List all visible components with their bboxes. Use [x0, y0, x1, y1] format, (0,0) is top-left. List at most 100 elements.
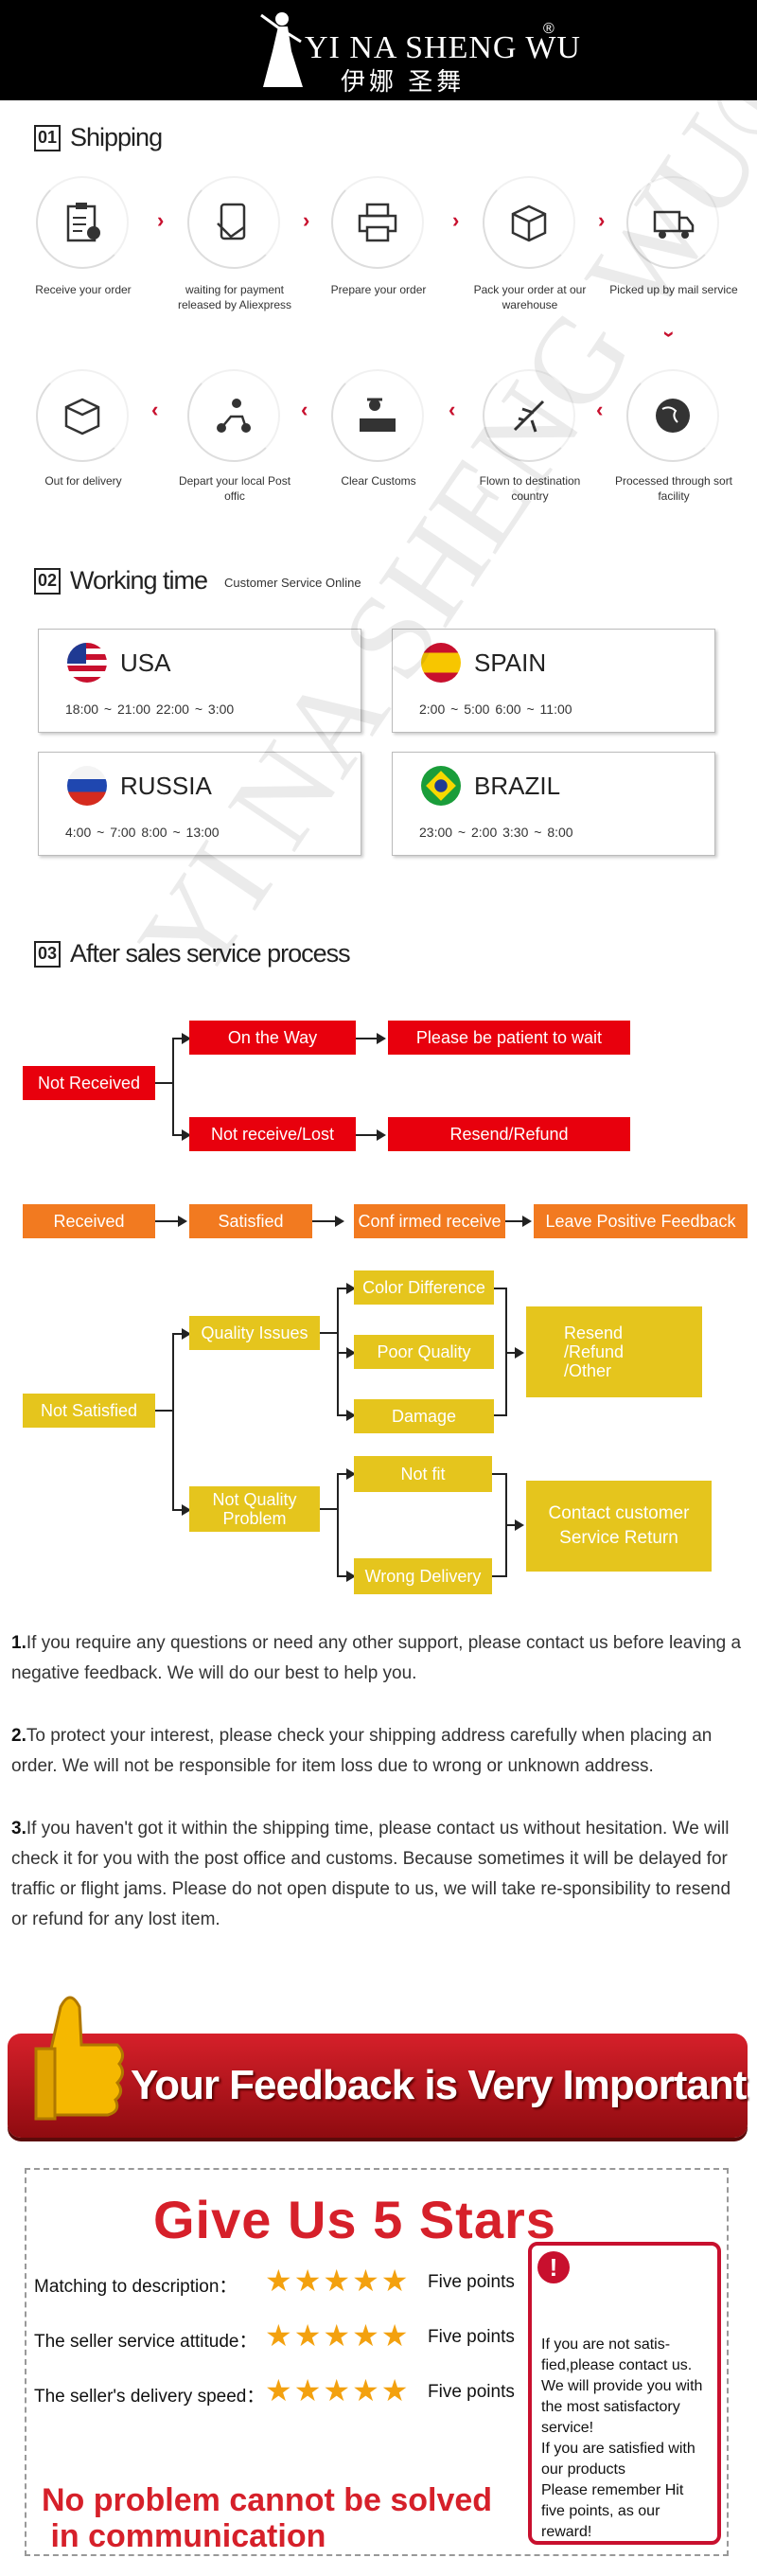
- step-label: Flown to destination country: [479, 474, 581, 503]
- russia-flag-icon: [67, 766, 107, 806]
- star-rating-icon: ★★★★★: [265, 2373, 411, 2407]
- arrow-icon: [346, 1571, 356, 1582]
- not-fit-box: Not fit: [354, 1456, 492, 1492]
- connector-line: [492, 1575, 507, 1577]
- spain-flag-icon: [421, 643, 461, 683]
- connector-line: [494, 1414, 507, 1416]
- star-rating-icon: ★★★★★: [265, 2264, 411, 2298]
- arrow-icon: [515, 1347, 524, 1359]
- usa-flag-icon: [67, 643, 107, 683]
- connector-line: [155, 1410, 174, 1412]
- printer-icon: [358, 203, 397, 242]
- note-item: 3.If you haven't got it within the shipp…: [11, 1814, 749, 1935]
- connector-line: [320, 1508, 339, 1510]
- not-receive-lost-box: Not receive/Lost: [189, 1117, 356, 1151]
- five-stars-panel: Give Us 5 Stars Matching to description：…: [25, 2168, 729, 2556]
- step-circle: [36, 176, 129, 269]
- arrow-icon: [515, 1519, 524, 1531]
- color-difference-box: Color Difference: [354, 1270, 494, 1305]
- arrow-icon: [335, 1216, 344, 1227]
- step-circle: [331, 176, 424, 269]
- step-label: Prepare your order: [330, 283, 427, 296]
- package-icon: [64, 398, 100, 435]
- step-circle: [626, 369, 719, 462]
- chevron-left-icon: ›: [301, 398, 308, 421]
- quality-issues-box: Quality Issues: [189, 1316, 320, 1350]
- damage-box: Damage: [354, 1399, 494, 1433]
- arrow-icon: [377, 1033, 386, 1044]
- scooter-icon: [217, 399, 251, 433]
- airplane-icon: [513, 400, 545, 433]
- resend-refund-box: Resend/Refund: [388, 1117, 630, 1151]
- chevron-right-icon: ›: [157, 208, 165, 232]
- on-the-way-box: On the Way: [189, 1021, 356, 1055]
- confirmed-receive-box: Conf irmed receive: [354, 1204, 505, 1238]
- contact-service-box: Contact customer Service Return: [526, 1481, 712, 1572]
- section-number: 02: [34, 567, 61, 595]
- rating-label: The seller service attitude：: [34, 2332, 257, 2352]
- clipboard-icon: [66, 203, 100, 242]
- connector-line: [337, 1473, 339, 1577]
- connector-line: [356, 1134, 380, 1136]
- rating-label: Matching to description：: [34, 2277, 238, 2297]
- arrow-icon: [346, 1347, 356, 1359]
- chevron-right-icon: ›: [598, 208, 606, 232]
- step-label: Processed through sort facility: [614, 474, 733, 503]
- brand-name-cn: 伊娜 圣舞: [341, 67, 466, 96]
- section-title-text: Shipping: [70, 123, 163, 151]
- note-text: To protect your interest, please check y…: [11, 1726, 713, 1776]
- chevron-right-icon: ›: [303, 208, 310, 232]
- country-card-russia: RUSSIA 4:00 ~ 7:00 8:00 ~ 13:00: [38, 752, 361, 856]
- give-five-stars-title: Give Us 5 Stars: [153, 2190, 556, 2249]
- step-label: Picked up by mail service: [609, 283, 738, 296]
- section-number: 01: [34, 124, 61, 151]
- chevron-right-icon: ›: [452, 208, 460, 232]
- chevron-down-icon: ›: [658, 330, 682, 338]
- note-item: 2.To protect your interest, please check…: [11, 1721, 749, 1782]
- registered-mark: ®: [543, 21, 555, 37]
- connector-line: [155, 1082, 174, 1084]
- section-subtitle: Customer Service Online: [224, 576, 361, 590]
- connector-line: [172, 1134, 185, 1136]
- no-problem-slogan: No problem cannot be solved in communica…: [42, 2482, 493, 2554]
- chevron-left-icon: ›: [151, 398, 159, 421]
- resend-refund-other-box: Resend /Refund /Other: [526, 1306, 702, 1397]
- leave-feedback-box: Leave Positive Feedback: [534, 1204, 748, 1238]
- step-label: Out for delivery: [44, 474, 122, 488]
- dancer-logo-icon: [260, 12, 303, 87]
- truck-icon: [653, 210, 695, 239]
- connector-line: [155, 1220, 180, 1222]
- connector-line: [505, 1220, 524, 1222]
- star-rating-icon: ★★★★★: [265, 2318, 411, 2353]
- step-label: Clear Customs: [341, 474, 416, 488]
- brand-name-en: YI NA SHENG WU: [305, 30, 581, 65]
- chevron-left-icon: ›: [596, 398, 604, 421]
- note-number: 2.: [11, 1726, 26, 1746]
- arrow-icon: [182, 1033, 191, 1044]
- note-item: 1.If you require any questions or need a…: [11, 1628, 749, 1689]
- rating-label: The seller's delivery speed：: [34, 2387, 265, 2407]
- arrow-icon: [182, 1504, 191, 1516]
- connector-line: [337, 1473, 350, 1475]
- poor-quality-box: Poor Quality: [354, 1335, 494, 1369]
- country-name: BRAZIL: [474, 772, 561, 800]
- country-name: SPAIN: [474, 648, 547, 677]
- exclamation-icon: !: [537, 2251, 570, 2283]
- step-label: Receive your order: [35, 283, 132, 296]
- connector-line: [312, 1220, 337, 1222]
- section-number: 03: [34, 940, 61, 968]
- connector-line: [337, 1414, 350, 1416]
- country-name: USA: [120, 648, 171, 677]
- step-circle: [331, 369, 424, 462]
- rating-value: Five points: [428, 2382, 515, 2402]
- box-icon: [511, 204, 547, 242]
- connector-line: [172, 1333, 185, 1335]
- not-quality-problem-box: Not Quality Problem: [189, 1486, 320, 1532]
- not-received-box: Not Received: [23, 1066, 155, 1100]
- satisfaction-note: ! If you are not satis-fied,please conta…: [528, 2242, 721, 2545]
- connector-line: [172, 1038, 185, 1039]
- country-card-brazil: BRAZIL 23:00 ~ 2:00 3:30 ~ 8:00: [392, 752, 715, 856]
- feedback-banner: Your Feedback is Very Important: [8, 2034, 748, 2138]
- connector-line: [494, 1288, 507, 1289]
